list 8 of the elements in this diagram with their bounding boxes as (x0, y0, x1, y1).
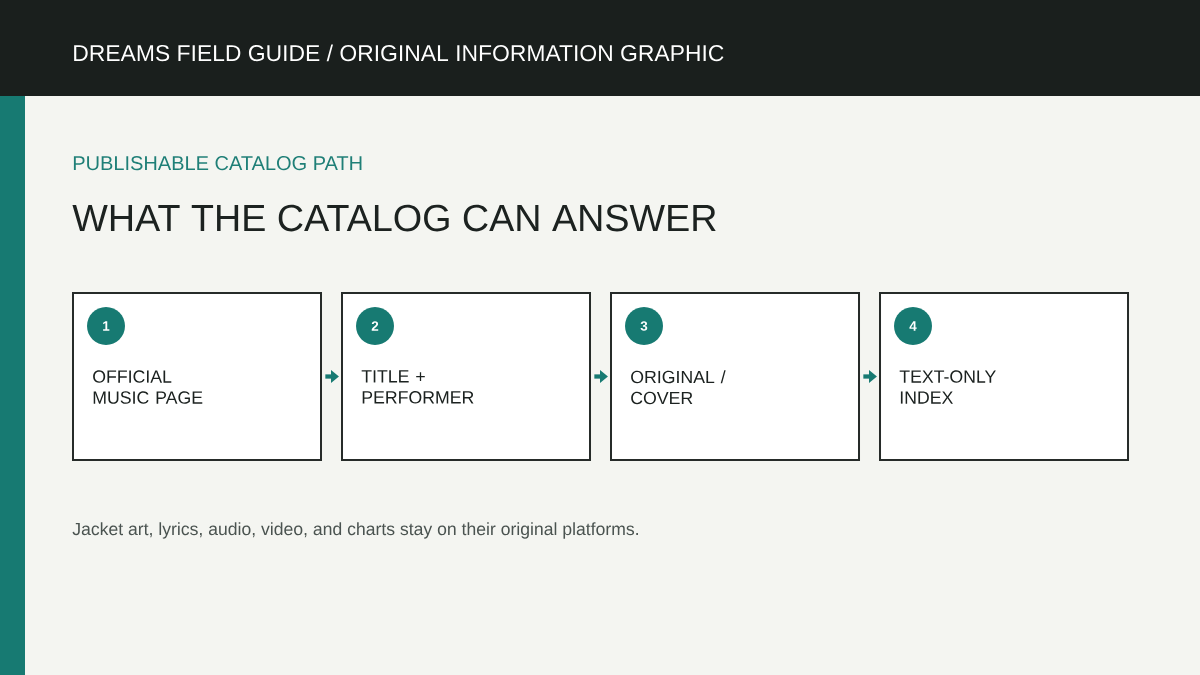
number-badge: 1 (87, 307, 125, 345)
header-text: DREAMS FIELD GUIDE / ORIGINAL INFORMATION GRAPHIC (74, 44, 724, 62)
footnote: Jacket art, lyrics, audio, video, and charts stay on their original platforms. (72, 522, 638, 539)
section-kicker: PUBLISHABLE CATALOG PATH (73, 156, 362, 171)
number-badge: 3 (625, 307, 663, 345)
title: WHAT THE CATALOG CAN ANSWER (72, 204, 716, 232)
number-badge: 4 (894, 307, 932, 345)
number-badge: 2 (356, 307, 394, 345)
